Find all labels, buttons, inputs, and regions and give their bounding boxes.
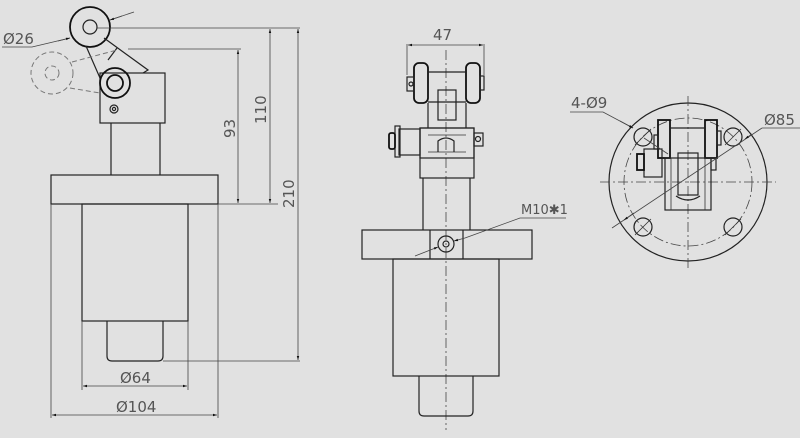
dim-height-110: 110 bbox=[252, 95, 270, 124]
dim-holes: 4-Ø9 bbox=[571, 94, 607, 112]
dim-width-47: 47 bbox=[433, 26, 452, 44]
side-view-dimensions: 47 M10✱1 bbox=[406, 26, 568, 257]
side-view bbox=[361, 50, 533, 430]
dim-thread-m10: M10✱1 bbox=[521, 203, 568, 218]
dim-body-diameter: Ø64 bbox=[120, 369, 151, 387]
front-view-dimensions: Ø26 93 110 210 Ø64 Ø104 bbox=[2, 11, 300, 418]
top-view-dimensions: 4-Ø9 Ø85 bbox=[570, 94, 800, 229]
alt-roller-hidden bbox=[30, 51, 74, 95]
dim-height-210: 210 bbox=[280, 179, 298, 208]
dim-roller-diameter: Ø26 bbox=[3, 30, 34, 48]
dim-bolt-circle: Ø85 bbox=[764, 111, 795, 129]
dim-height-93: 93 bbox=[221, 119, 239, 138]
mount-hole bbox=[723, 127, 743, 147]
mount-hole bbox=[723, 217, 743, 237]
mount-hole bbox=[633, 217, 653, 237]
front-view bbox=[30, 6, 219, 362]
roller-icon bbox=[69, 6, 111, 48]
mount-hole bbox=[633, 127, 653, 147]
top-view bbox=[600, 96, 776, 268]
dim-flange-diameter: Ø104 bbox=[116, 398, 156, 416]
